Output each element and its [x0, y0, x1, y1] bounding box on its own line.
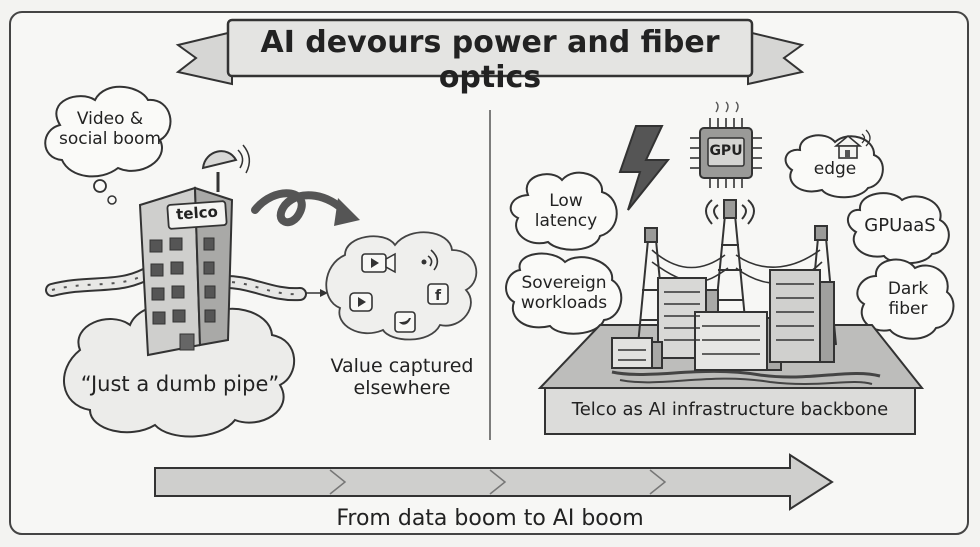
low-latency-line-1: Low — [549, 191, 583, 211]
sovereign-line-1: Sovereign — [521, 273, 607, 293]
title-banner — [175, 18, 805, 86]
sovereign-workloads-bubble — [505, 252, 623, 335]
curly-arrow-icon — [251, 189, 360, 227]
lightning-icon — [618, 125, 671, 211]
datacenter-buildings — [611, 269, 835, 371]
video-social-thought-bubble — [44, 85, 172, 205]
footer-caption: From data boom to AI boom — [290, 506, 690, 532]
value-captured-line-1: Value captured — [330, 355, 474, 377]
edge-label: edge — [813, 159, 857, 179]
video-social-line-1: Video & — [76, 109, 144, 129]
sovereign-line-2: workloads — [520, 292, 608, 313]
house-icon — [833, 129, 871, 159]
low-latency-label: Low latency — [516, 191, 616, 231]
dumb-pipe-caption: “Just a dumb pipe” — [80, 372, 280, 396]
telco-building — [138, 186, 234, 357]
platform-caption: Telco as AI infrastructure backbone — [571, 399, 889, 420]
twitter-icon — [394, 311, 416, 333]
svg-text:f: f — [435, 288, 442, 304]
gpuaas-label: GPUaaS — [864, 215, 936, 236]
dark-fiber-line-2: fiber — [888, 298, 928, 319]
sovereign-workloads-label: Sovereign workloads — [508, 273, 620, 313]
value-captured-line-2: elsewhere — [353, 376, 451, 399]
facebook-icon: f — [427, 283, 449, 305]
wifi-icon — [421, 249, 439, 271]
long-arrow-icon — [154, 453, 834, 511]
video-icon — [361, 252, 396, 274]
dark-fiber-line-1: Dark — [887, 279, 929, 299]
satellite-dish-icon — [201, 144, 251, 192]
play-icon — [349, 292, 373, 312]
video-social-line-2: social boom — [58, 128, 162, 149]
dark-fiber-bubble — [856, 258, 955, 340]
low-latency-line-2: latency — [534, 210, 598, 231]
value-captured-caption: Value captured elsewhere — [322, 355, 482, 400]
edge-bubble — [784, 134, 884, 199]
video-social-boom-label: Video & social boom — [52, 109, 168, 149]
gpu-chip-label: GPU — [709, 143, 743, 159]
gpuaas-bubble — [846, 192, 950, 265]
dark-fiber-label: Dark fiber — [866, 279, 950, 319]
gpu-chip-icon — [690, 101, 762, 188]
page-title: AI devours power and fiber optics — [260, 25, 720, 95]
low-latency-bubble — [509, 171, 618, 251]
